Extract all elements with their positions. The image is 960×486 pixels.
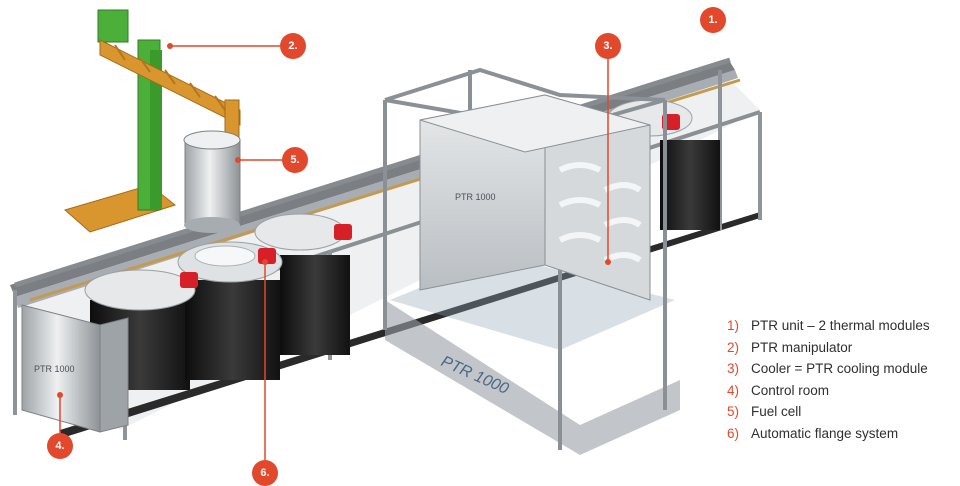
legend-number: 3) — [727, 361, 740, 377]
legend-item: 2) PTR manipulator — [727, 340, 960, 362]
legend-label: Control room — [751, 382, 830, 398]
callout-marker-2: 2. — [280, 33, 306, 59]
ptr-manipulator — [63, 9, 241, 233]
legend-number: 4) — [727, 382, 740, 398]
legend-label: Automatic flange system — [751, 425, 899, 441]
legend-item: 6) Automatic flange system — [727, 426, 960, 448]
legend-item: 1) PTR unit – 2 thermal modules — [727, 318, 960, 340]
legend-number: 1) — [727, 318, 740, 333]
legend: 1) PTR unit – 2 thermal modules 2) PTR m… — [727, 318, 960, 448]
cabinet-logo: PTR 1000 — [34, 364, 75, 374]
legend-item: 3) Cooler = PTR cooling module — [727, 361, 960, 383]
legend-label: PTR manipulator — [751, 339, 853, 355]
cooler-skid: PTR 1000 PTR 1000 — [383, 67, 680, 455]
legend-item: 4) Control room — [727, 383, 960, 405]
callout-marker-1: 1. — [700, 7, 726, 33]
callout-marker-6: 6. — [252, 460, 278, 486]
callout-leaders — [59, 45, 609, 460]
fuel-cell — [183, 130, 241, 233]
callout-dots — [57, 43, 611, 398]
legend-label: PTR unit – 2 thermal modules — [751, 318, 930, 333]
legend-number: 6) — [727, 425, 740, 441]
legend-label: Cooler = PTR cooling module — [751, 361, 928, 377]
cooler-logo: PTR 1000 — [455, 192, 496, 202]
legend-number: 5) — [727, 404, 740, 420]
callout-marker-5: 5. — [282, 147, 308, 173]
legend-number: 2) — [727, 339, 740, 355]
callout-marker-4: 4. — [47, 433, 73, 459]
callout-marker-3: 3. — [595, 33, 621, 59]
legend-item: 5) Fuel cell — [727, 404, 960, 426]
legend-label: Fuel cell — [751, 404, 802, 420]
control-room-cabinet: PTR 1000 — [21, 304, 129, 433]
